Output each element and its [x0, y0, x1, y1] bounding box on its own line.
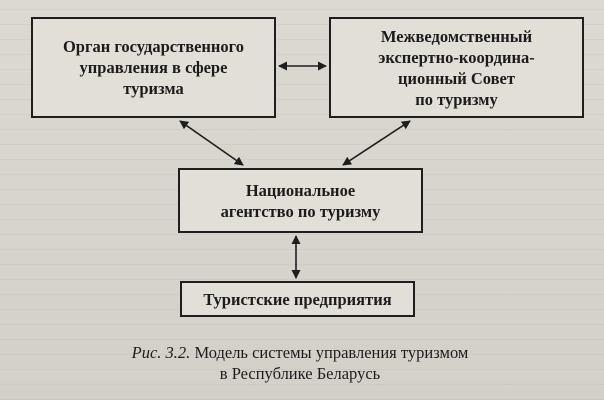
council-box: Межведомственный экспертно-координа- цио…: [329, 17, 584, 118]
caption-line-1: Рис. 3.2. Модель системы управления тури…: [40, 342, 560, 363]
council-label: Межведомственный экспертно-координа- цио…: [378, 26, 535, 109]
agency-box: Национальное агентство по туризму: [178, 168, 423, 233]
agency-label: Национальное агентство по туризму: [220, 180, 381, 221]
caption-title-part1: Модель системы управления туризмом: [194, 343, 469, 362]
gov-body-box: Орган государственного управления в сфер…: [31, 17, 276, 118]
enterprises-label: Туристские предприятия: [203, 289, 392, 309]
gov-body-label: Орган государственного управления в сфер…: [62, 37, 245, 98]
enterprises-box: Туристские предприятия: [180, 281, 415, 317]
figure-number: Рис. 3.2.: [131, 343, 191, 362]
figure-caption: Рис. 3.2. Модель системы управления тури…: [40, 342, 560, 384]
arrow-council-agency: [342, 120, 411, 166]
caption-line-2: в Республике Беларусь: [219, 364, 381, 383]
arrow-gov-agency: [179, 120, 244, 166]
